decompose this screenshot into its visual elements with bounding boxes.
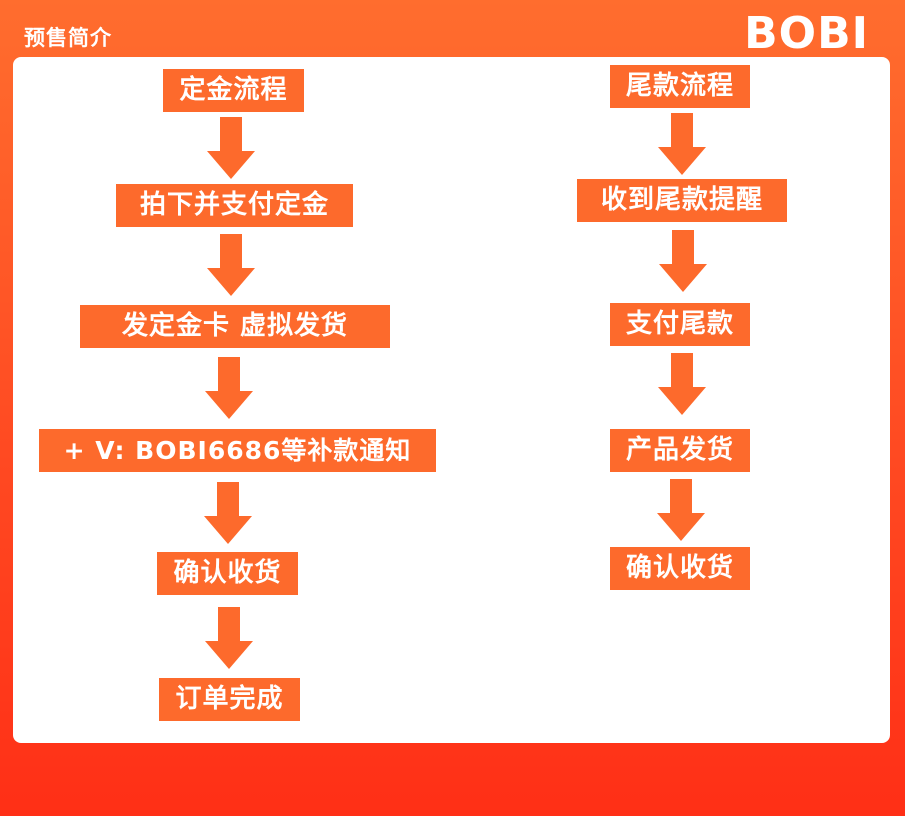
arrow-down-icon xyxy=(205,357,253,419)
brand-logo: BOBI xyxy=(744,8,869,59)
deposit-step-5: 确认收货 xyxy=(157,552,298,595)
arrow-down-icon xyxy=(657,479,705,541)
arrow-down-icon xyxy=(205,607,253,669)
arrow-down-icon xyxy=(659,230,707,292)
page-title: 预售简介 xyxy=(24,26,112,50)
deposit-step-2: 拍下并支付定金 xyxy=(116,184,353,227)
balance-step-2: 收到尾款提醒 xyxy=(577,179,787,222)
balance-step-1: 尾款流程 xyxy=(610,65,750,108)
arrow-down-icon xyxy=(658,353,706,415)
deposit-step-6: 订单完成 xyxy=(159,678,300,721)
deposit-step-4: + V: BOBI6686等补款通知 xyxy=(39,429,436,472)
bottom-band xyxy=(0,743,905,816)
balance-step-5: 确认收货 xyxy=(610,547,750,590)
balance-step-3: 支付尾款 xyxy=(610,303,750,346)
balance-step-4: 产品发货 xyxy=(610,429,750,472)
arrow-down-icon xyxy=(207,117,255,179)
deposit-step-1: 定金流程 xyxy=(163,69,304,112)
flow-panel: 定金流程 拍下并支付定金 发定金卡 虚拟发货 + V: BOBI6686等补款通… xyxy=(13,57,890,743)
deposit-step-3: 发定金卡 虚拟发货 xyxy=(80,305,390,348)
arrow-down-icon xyxy=(658,113,706,175)
arrow-down-icon xyxy=(207,234,255,296)
arrow-down-icon xyxy=(204,482,252,544)
